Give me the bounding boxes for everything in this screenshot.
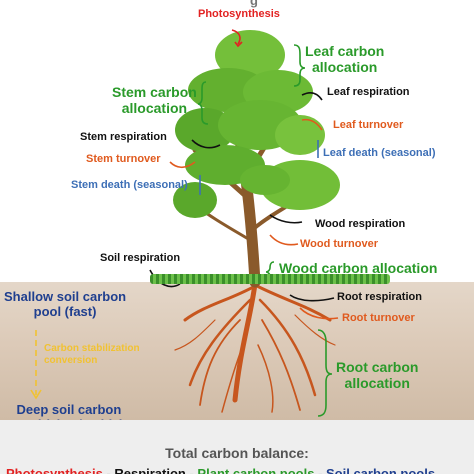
footer-panel: [0, 420, 474, 474]
stem-respiration-label: Stem respiration: [80, 131, 167, 143]
total-carbon-balance-label: Total carbon balance:: [165, 445, 309, 461]
leaf-carbon-allocation-label: Leaf carbon allocation: [305, 43, 385, 75]
grass-line: [150, 274, 390, 284]
wood-respiration-label: Wood respiration: [315, 218, 406, 230]
leaf-turnover-label: Leaf turnover: [333, 119, 404, 131]
equation-soil-pools: - Soil carbon pools: [314, 466, 436, 474]
wood-carbon-allocation-label: Wood carbon allocation: [279, 260, 438, 276]
equation-respiration: - Respiration: [102, 466, 186, 474]
foliage: [173, 30, 340, 218]
root-turnover-label: Root turnover: [342, 312, 415, 324]
leaf-respiration-label: Leaf respiration: [327, 86, 410, 98]
equation-photosynthesis: Photosynthesis: [6, 466, 103, 474]
equation-plant-pools: - Plant carbon pools: [185, 466, 315, 474]
soil-respiration-label: Soil respiration: [100, 252, 181, 264]
title-fragment: g: [250, 0, 258, 8]
braces: [197, 44, 333, 417]
shallow-soil-pool-label: Shallow soil carbon pool (fast): [4, 289, 127, 319]
wood-turnover-label: Wood turnover: [300, 238, 379, 250]
stem-carbon-allocation-label: Stem carbon allocation: [112, 84, 197, 116]
flow-arrows: [30, 29, 339, 400]
stem-death-label: Stem death (seasonal): [71, 179, 188, 191]
leaf-death-label: Leaf death (seasonal): [323, 147, 436, 159]
photosynthesis-label: Photosynthesis: [198, 8, 280, 20]
stem-turnover-label: Stem turnover: [86, 153, 161, 165]
carbon-stabilization-label: Carbon stabilization conversion: [44, 343, 140, 366]
carbon-balance-equation: Photosynthesis - Respiration - Plant car…: [6, 466, 435, 474]
root-carbon-allocation-label: Root carbon allocation: [336, 359, 419, 391]
root-system: [174, 281, 336, 413]
root-respiration-label: Root respiration: [337, 291, 422, 303]
